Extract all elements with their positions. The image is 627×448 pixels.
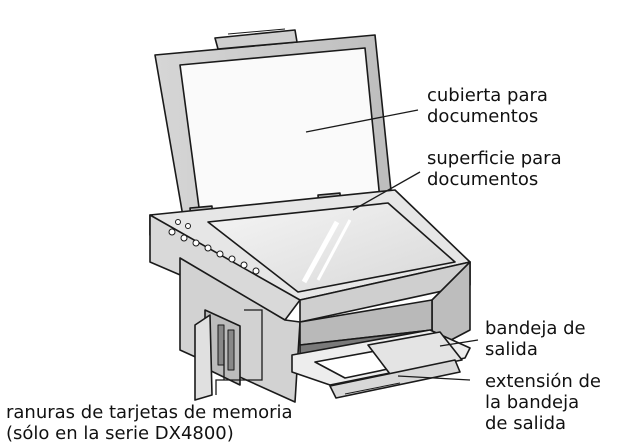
printer-body <box>149 189 471 403</box>
label-output-tray-extension: extensión de la bandeja de salida <box>485 371 601 434</box>
label-document-surface-line2: documentos <box>427 169 539 190</box>
label-output-tray: bandeja de salida <box>485 318 586 360</box>
leader-line-slots <box>215 309 263 395</box>
label-output-tray-extension-line1: extensión de <box>485 371 601 392</box>
leader-line-cover <box>305 109 419 133</box>
label-memory-card-slots-line2: (sólo en la serie DX4800) <box>6 423 234 444</box>
leader-line-output-tray <box>439 339 479 347</box>
leader-lines <box>215 109 479 395</box>
label-document-cover-line1: cubierta para <box>427 85 548 106</box>
label-document-cover: cubierta para documentos <box>427 85 548 127</box>
label-output-tray-extension-line2: la bandeja <box>485 392 580 413</box>
label-memory-card-slots: ranuras de tarjetas de memoria (sólo en … <box>6 402 293 444</box>
label-memory-card-slots-line1: ranuras de tarjetas de memoria <box>6 402 293 423</box>
label-document-surface: superficie para documentos <box>427 148 562 190</box>
output-tray-extension <box>329 331 463 399</box>
document-glass <box>207 202 456 293</box>
label-output-tray-line2: salida <box>485 339 538 360</box>
label-document-surface-line1: superficie para <box>427 148 562 169</box>
label-output-tray-extension-line3: de salida <box>485 413 567 434</box>
label-output-tray-line1: bandeja de <box>485 318 586 339</box>
leader-line-extension <box>397 375 471 381</box>
label-document-cover-line2: documentos <box>427 106 539 127</box>
leader-line-surface <box>352 171 421 211</box>
